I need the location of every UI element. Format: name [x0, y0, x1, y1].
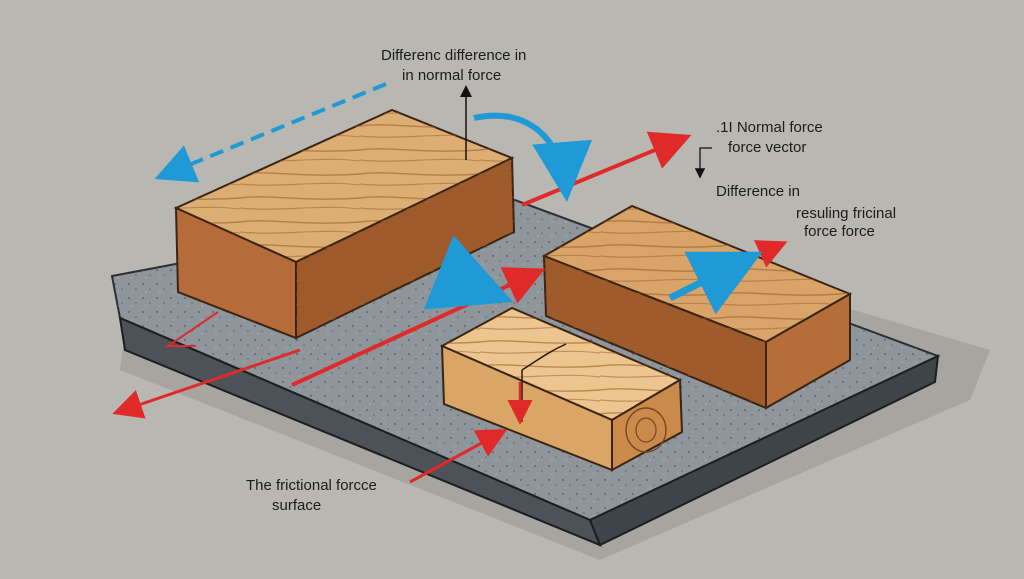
label-right1-line2: force vector	[728, 139, 807, 156]
red-arrow-top	[521, 131, 692, 207]
label-right2-line1: Difference in	[716, 183, 800, 200]
red-arrow-left	[112, 348, 301, 419]
blue-force-arrows	[154, 82, 763, 315]
label-top-line2: in normal force	[402, 67, 502, 84]
annotation-pointers	[460, 85, 712, 179]
blue-arrow-middle	[423, 235, 513, 310]
label-top-line1: Differenc difference in	[381, 47, 527, 64]
red-arrow-corner	[164, 311, 219, 347]
large-wooden-block	[173, 108, 516, 340]
label-right2-line2: resuling fricinal	[796, 205, 897, 222]
label-bottom-line1: The frictional forcce	[246, 477, 377, 494]
blue-curved-arrow	[473, 112, 593, 202]
red-arrow-bottom	[409, 429, 508, 484]
blue-arrow-right-block	[668, 251, 763, 315]
label-right2-line3: force force	[804, 223, 875, 240]
label-right1-line1: .1I Normal force	[716, 119, 823, 136]
blue-dashed-arrow	[154, 82, 387, 183]
medium-wooden-block	[541, 204, 853, 410]
bracket-pointer	[694, 147, 712, 179]
label-bottom-line2: surface	[272, 497, 322, 514]
